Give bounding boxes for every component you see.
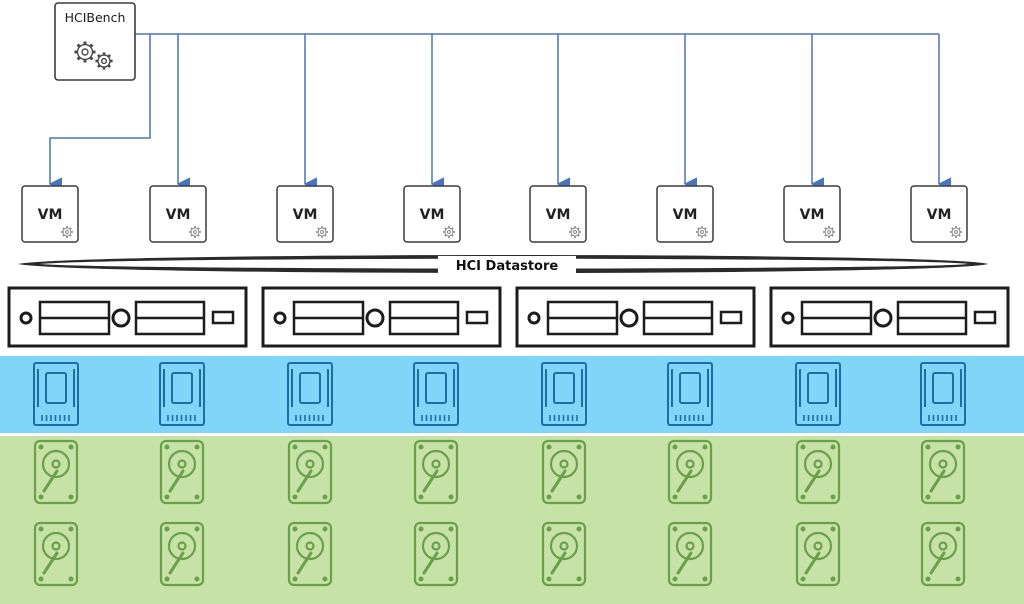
- ssd-icon: [795, 362, 841, 426]
- hdd-icon: [159, 439, 205, 505]
- vm-box[interactable]: VM: [21, 185, 79, 243]
- hdd-icon: [159, 521, 205, 587]
- ssd-icon: [33, 362, 79, 426]
- ssd-icon: [287, 362, 333, 426]
- ssd-icon: [413, 362, 459, 426]
- vm-gear-icon: [316, 226, 328, 238]
- vm-gear-icon: [823, 226, 835, 238]
- vm-box[interactable]: VM: [783, 185, 841, 243]
- hdd-icon: [541, 439, 587, 505]
- vm-label: VM: [800, 207, 825, 223]
- ssd-icon: [541, 362, 587, 426]
- vm-gear-icon: [443, 226, 455, 238]
- vm-label: VM: [166, 207, 191, 223]
- hdd-icon: [287, 521, 333, 587]
- vm-box[interactable]: VM: [910, 185, 968, 243]
- hci-datastore: HCI Datastore: [18, 255, 988, 274]
- hdd-icon: [667, 439, 713, 505]
- vm-box[interactable]: VM: [403, 185, 461, 243]
- vm-box[interactable]: VM: [529, 185, 587, 243]
- datastore-label: HCI Datastore: [456, 259, 559, 274]
- hdd-icon: [541, 521, 587, 587]
- hdd-icon: [795, 521, 841, 587]
- vm-gear-icon: [189, 226, 201, 238]
- hcibench-label: HCIBench: [65, 10, 126, 25]
- host-row: [7, 286, 1010, 348]
- gears-icon: [74, 41, 113, 70]
- vm-label: VM: [293, 207, 318, 223]
- vm-label: VM: [38, 207, 63, 223]
- vm-box[interactable]: VM: [276, 185, 334, 243]
- capacity-tier-band: [0, 436, 1024, 604]
- vm-label: VM: [420, 207, 445, 223]
- host-server: [261, 286, 502, 348]
- ssd-icon: [159, 362, 205, 426]
- hdd-icon: [33, 439, 79, 505]
- vm-label: VM: [927, 207, 952, 223]
- vm-box[interactable]: VM: [656, 185, 714, 243]
- hdd-icon: [667, 521, 713, 587]
- vm-gear-icon: [696, 226, 708, 238]
- hdd-icon: [920, 521, 966, 587]
- hdd-icon: [413, 521, 459, 587]
- hdd-icon: [413, 439, 459, 505]
- vm-gear-icon: [569, 226, 581, 238]
- vm-row: VM VM VM VM VM VM VM VM: [21, 185, 968, 243]
- vm-label: VM: [673, 207, 698, 223]
- hcibench-box[interactable]: HCIBench: [54, 2, 136, 81]
- vm-label: VM: [546, 207, 571, 223]
- vm-gear-icon: [61, 226, 73, 238]
- connector-lines: [48, 33, 952, 191]
- cache-tier-band: [0, 356, 1024, 433]
- ssd-icon: [920, 362, 966, 426]
- hdd-icon: [287, 439, 333, 505]
- capacity-tier-disks: [33, 439, 966, 587]
- host-server: [769, 286, 1010, 348]
- hdd-icon: [920, 439, 966, 505]
- ssd-icon: [667, 362, 713, 426]
- hdd-icon: [33, 521, 79, 587]
- hdd-icon: [795, 439, 841, 505]
- host-server: [515, 286, 756, 348]
- vm-gear-icon: [950, 226, 962, 238]
- host-server: [7, 286, 248, 348]
- cache-tier-disks: [33, 362, 966, 426]
- vm-box[interactable]: VM: [149, 185, 207, 243]
